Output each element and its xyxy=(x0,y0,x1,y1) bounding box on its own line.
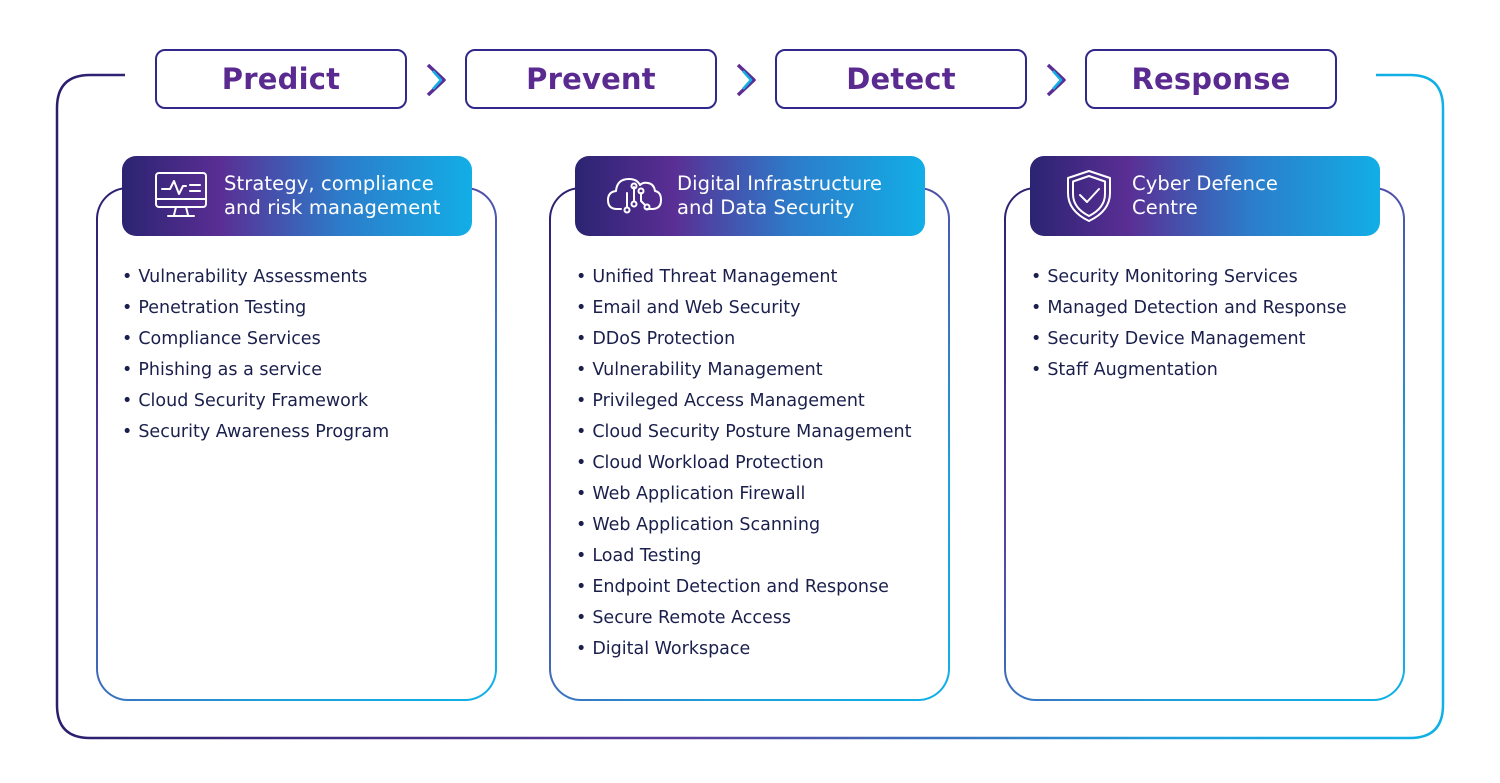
column-header-strategy: Strategy, compliance and risk management xyxy=(122,156,472,236)
list-item: Digital Workspace xyxy=(576,637,911,668)
monitor-chart-icon xyxy=(155,172,207,217)
chevron-right-icon xyxy=(1046,63,1066,97)
list-item: Managed Detection and Response xyxy=(1031,296,1346,327)
list-item: Security Monitoring Services xyxy=(1031,265,1347,296)
list-item: Endpoint Detection and Response xyxy=(576,575,911,606)
list-item: Compliance Services xyxy=(122,327,389,358)
chevron-right-icon xyxy=(736,63,756,97)
cloud-circuit-icon xyxy=(607,178,662,214)
list-item: Cloud Security Posture Management xyxy=(576,420,911,451)
list-item: Security Device Management xyxy=(1031,327,1347,358)
list-item: DDoS Protection xyxy=(576,327,911,358)
column-header-infrastructure: Digital Infrastructure and Data Security xyxy=(575,156,925,236)
service-list-strategy: Vulnerability Assessments Penetration Te… xyxy=(122,265,389,451)
list-item: Web Application Scanning xyxy=(576,513,911,544)
service-list-cyber-defence: Security Monitoring Services Managed Det… xyxy=(1031,265,1347,389)
list-item: Unified Threat Management xyxy=(576,265,911,296)
phase-response: Response xyxy=(1085,49,1337,109)
phase-detect: Detect xyxy=(775,49,1027,109)
phase-prevent: Prevent xyxy=(465,49,717,109)
list-item: Privileged Access Management xyxy=(576,389,911,420)
list-item: Vulnerability Management xyxy=(576,358,911,389)
list-item: Vulnerability Assessments xyxy=(122,265,389,296)
list-item: Secure Remote Access xyxy=(576,606,911,637)
list-item: Email and Web Security xyxy=(576,296,911,327)
list-item: Cloud Workload Protection xyxy=(576,451,911,482)
column-header-cyber-defence: Cyber Defence Centre xyxy=(1030,156,1380,236)
list-item: Staff Augmentation xyxy=(1031,358,1347,389)
column-title: Strategy, compliance and risk management xyxy=(224,172,441,219)
list-item: Load Testing xyxy=(576,544,911,575)
list-item: Penetration Testing xyxy=(122,296,389,327)
list-item: Cloud Security Framework xyxy=(122,389,389,420)
chevron-right-icon xyxy=(426,63,446,97)
list-item: Web Application Firewall xyxy=(576,482,911,513)
shield-check-icon xyxy=(1067,170,1111,222)
column-title: Cyber Defence Centre xyxy=(1132,172,1278,219)
service-list-infrastructure: Unified Threat Management Email and Web … xyxy=(576,265,911,668)
list-item: Security Awareness Program xyxy=(122,420,389,451)
list-item: Phishing as a service xyxy=(122,358,389,389)
column-title: Digital Infrastructure and Data Security xyxy=(677,172,883,219)
phase-predict: Predict xyxy=(155,49,407,109)
